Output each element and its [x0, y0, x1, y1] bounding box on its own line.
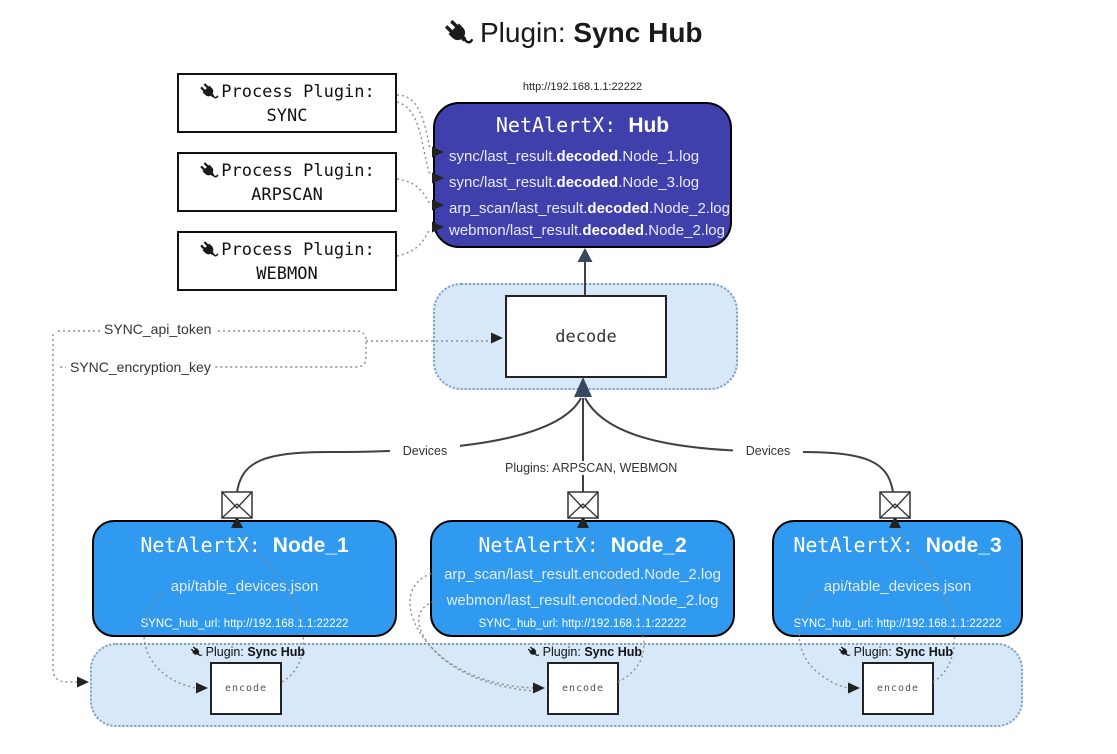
encode-label: encode — [224, 683, 268, 694]
plug-icon — [527, 646, 540, 657]
hub-url-label: http://192.168.1.1:22222 — [522, 81, 643, 93]
plug-icon — [200, 162, 219, 178]
hub-node: NetAlertX: Hub sync/last_result.decoded.… — [433, 102, 732, 248]
envelope-icon — [221, 491, 253, 519]
node-file: api/table_devices.json — [823, 578, 972, 595]
sync-section-label-text: Plugin: Sync Hub — [542, 645, 642, 659]
plug-icon — [445, 19, 473, 44]
hub-log-line: arp_scan/last_result.decoded.Node_2.log — [449, 200, 730, 217]
sync-section-label: Plugin: Sync Hub — [190, 645, 305, 659]
page-title: Plugin: Sync Hub — [443, 17, 703, 49]
edge-webmon-to-hub — [396, 228, 431, 257]
node-1-box: NetAlertX: Node_1 api/table_devices.json… — [92, 520, 397, 637]
envelope-icon — [879, 491, 911, 519]
encode-label: encode — [876, 683, 920, 694]
node-file: webmon/last_result.encoded.Node_2.log — [446, 592, 719, 609]
node-hub-url: SYNC_hub_url: http://192.168.1.1:22222 — [793, 618, 1002, 630]
edge-arpscan-to-hub — [396, 178, 431, 205]
process-plugin-box-arpscan: Process Plugin: ARPSCAN — [177, 152, 397, 212]
hub-log-line: webmon/last_result.decoded.Node_2.log — [449, 222, 725, 239]
plug-icon — [838, 646, 851, 657]
edge-label-devices-right: Devices — [733, 444, 803, 458]
node-title: NetAlertX: Node_1 — [140, 533, 349, 557]
arrowhead — [577, 248, 593, 262]
hub-title: NetAlertX: Hub — [495, 113, 670, 137]
encode-box: encode — [547, 662, 619, 715]
process-plugin-label: Process Plugin: — [221, 161, 375, 181]
process-plugin-name: WEBMON — [256, 264, 318, 284]
node-hub-url: SYNC_hub_url: http://192.168.1.1:22222 — [478, 618, 687, 630]
encode-box: encode — [210, 662, 282, 715]
edge-sync-to-hub-2 — [396, 101, 431, 176]
sync-section-label-text: Plugin: Sync Hub — [853, 645, 953, 659]
node-title: NetAlertX: Node_2 — [478, 533, 687, 557]
arrowhead — [77, 676, 89, 688]
process-plugin-label: Process Plugin: — [221, 240, 375, 260]
encode-label: encode — [561, 683, 605, 694]
node-3-box: NetAlertX: Node_3 api/table_devices.json… — [772, 520, 1023, 637]
node-2-box: NetAlertX: Node_2 arp_scan/last_result.e… — [430, 520, 735, 637]
node-title: NetAlertX: Node_3 — [793, 533, 1002, 557]
hub-log-line: sync/last_result.decoded.Node_3.log — [449, 174, 700, 191]
decode-label: decode — [555, 326, 617, 347]
node-hub-url: SYNC_hub_url: http://192.168.1.1:22222 — [140, 618, 349, 630]
process-plugin-box-sync: Process Plugin: SYNC — [177, 73, 397, 133]
edge-config-to-band — [52, 334, 77, 683]
page-title-text: Plugin: Sync Hub — [480, 17, 703, 48]
process-plugin-name: SYNC — [266, 106, 308, 126]
edge-label-devices-left: Devices — [390, 444, 460, 458]
node-file: arp_scan/last_result.encoded.Node_2.log — [444, 566, 721, 583]
process-plugin-box-webmon: Process Plugin: WEBMON — [177, 231, 397, 291]
envelope-icon — [567, 491, 599, 519]
decode-box: decode — [505, 295, 667, 378]
sync-encryption-key-label: SYNC_encryption_key — [66, 359, 215, 375]
plug-icon — [200, 83, 219, 99]
sync-section-label: Plugin: Sync Hub — [838, 645, 953, 659]
node-file: api/table_devices.json — [170, 578, 319, 595]
edge-label-plugins-center: Plugins: ARPSCAN, WEBMON — [502, 461, 677, 475]
edge-sync-to-hub-1 — [396, 94, 431, 150]
plug-icon — [190, 646, 203, 657]
hub-log-line: sync/last_result.decoded.Node_1.log — [449, 148, 700, 165]
sync-api-token-label: SYNC_api_token — [100, 321, 216, 337]
process-plugin-label: Process Plugin: — [221, 82, 375, 102]
sync-section-label-text: Plugin: Sync Hub — [205, 645, 305, 659]
sync-section-label: Plugin: Sync Hub — [527, 645, 642, 659]
plug-icon — [200, 241, 219, 257]
process-plugin-name: ARPSCAN — [251, 185, 323, 205]
encode-box: encode — [862, 662, 934, 715]
